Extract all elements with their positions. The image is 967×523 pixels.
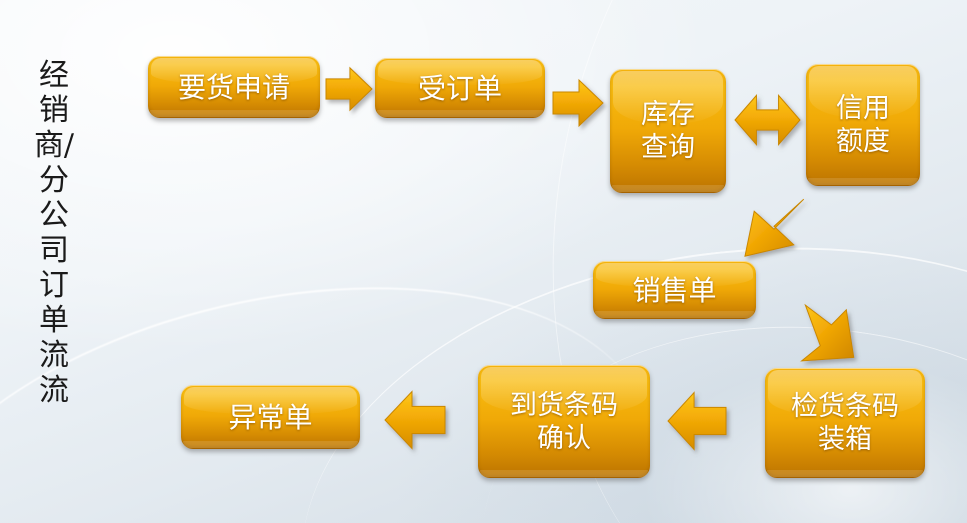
flow-arrow-right-a2 xyxy=(552,78,604,128)
flow-node-label: 异常单 xyxy=(228,400,313,434)
flow-node-n3[interactable]: 库存查询 xyxy=(610,69,726,193)
flow-node-label: 到货条码确认 xyxy=(510,389,618,454)
flow-node-n8[interactable]: 异常单 xyxy=(181,385,360,449)
flow-arrow-diagonal-down-right-a5 xyxy=(793,303,855,362)
flow-node-n7[interactable]: 到货条码确认 xyxy=(478,365,650,478)
flow-node-label: 库存查询 xyxy=(641,99,695,163)
flow-node-label: 检货条码装箱 xyxy=(791,391,899,455)
flow-node-n1[interactable]: 要货申请 xyxy=(148,56,320,118)
flow-node-n6[interactable]: 检货条码装箱 xyxy=(765,368,925,478)
flow-node-label: 销售单 xyxy=(632,273,717,307)
flow-arrow-left-a6 xyxy=(667,390,727,452)
flow-node-label: 受订单 xyxy=(417,71,502,105)
vertical-title: 经销商/分公司订单流流 xyxy=(33,58,75,408)
flow-node-n2[interactable]: 受订单 xyxy=(375,58,545,118)
flow-node-label: 要货申请 xyxy=(177,70,290,104)
flow-node-n5[interactable]: 销售单 xyxy=(593,261,756,319)
flow-arrow-left-a7 xyxy=(384,389,446,451)
flow-arrow-diagonal-down-left-a4 xyxy=(741,198,807,258)
flow-node-label: 信用额度 xyxy=(836,93,890,157)
flow-arrow-bidirectional-horizontal-a3 xyxy=(734,92,801,148)
flow-node-n4[interactable]: 信用额度 xyxy=(806,64,920,186)
flow-arrow-right-a1 xyxy=(325,66,373,112)
